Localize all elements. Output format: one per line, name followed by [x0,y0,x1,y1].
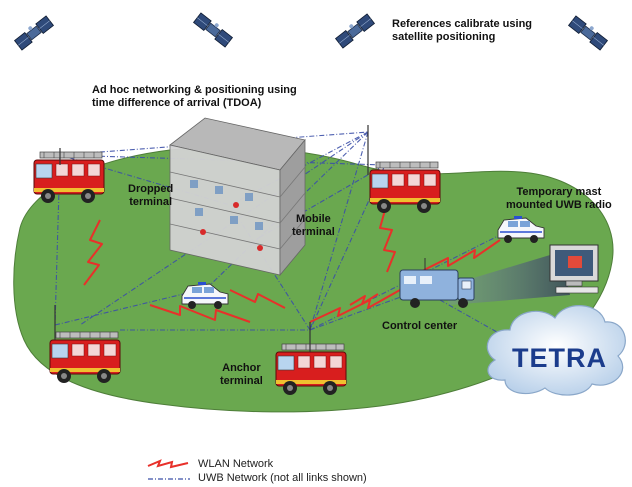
satellite-icon-1 [12,13,54,51]
satellite-icon-3 [333,11,375,49]
satellite-icon-4 [568,13,610,51]
anchor-terminal-label: Anchor terminal [220,362,263,387]
legend-wlan-line [147,459,189,469]
satellite-note: References calibrate using satellite pos… [392,18,532,44]
satellite-note-line2: satellite positioning [392,31,496,43]
control-van-icon [399,258,475,308]
building-icon [169,117,306,277]
satellite-note-line1: References calibrate using [392,18,533,30]
legend-wlan-text: WLAN Network [198,458,274,470]
dropped-terminal-label: Dropped terminal [128,183,174,208]
adhoc-title-line2: time difference of arrival (TDOA) [92,97,262,109]
adhoc-title-line1: Ad hoc networking & positioning using [92,84,297,96]
tetra-label: TETRA [512,343,607,373]
legend-uwb-text: UWB Network (not all links shown) [198,472,367,484]
temporary-mast-label: Temporary mast mounted UWB radio [506,186,612,211]
adhoc-title: Ad hoc networking & positioning using ti… [92,84,297,110]
computer-monitor-icon [549,244,599,294]
wlan-links [83,209,501,323]
satellite-icon-2 [193,10,235,48]
mobile-terminal-label: Mobile terminal [292,213,335,238]
cloud-icon [486,305,626,396]
control-center-label: Control center [382,320,458,332]
